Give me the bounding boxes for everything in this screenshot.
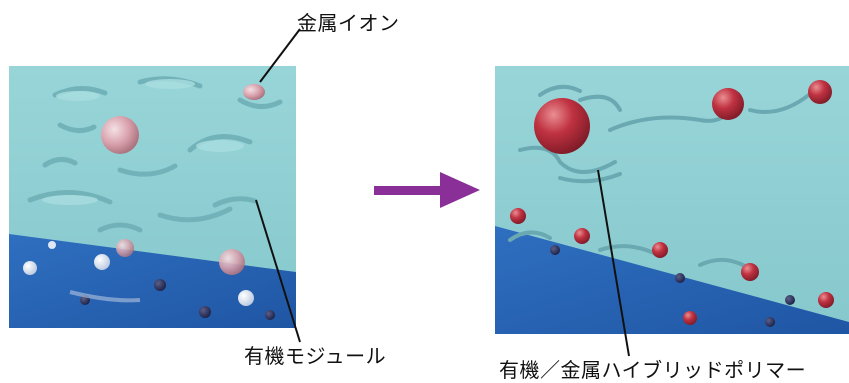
organic-module-shapes bbox=[27, 76, 283, 233]
hybrid-polymer-label: 有機／金属ハイブリッドポリマー bbox=[499, 358, 807, 382]
metal-ion-label: 金属イオン bbox=[297, 11, 400, 35]
leader-lines bbox=[255, 28, 630, 357]
right-panel-scene bbox=[495, 66, 849, 334]
floor-dark-particles bbox=[550, 245, 795, 327]
organic-module-leader-line bbox=[255, 199, 301, 343]
right-arrow-icon bbox=[374, 172, 480, 208]
metal-ion-spheres-bound bbox=[510, 80, 834, 325]
metal-ion-leader-line bbox=[259, 28, 301, 83]
floor-particles bbox=[23, 241, 275, 320]
metal-ion-spheres bbox=[101, 84, 265, 275]
hybrid-polymer-leader-line bbox=[597, 169, 630, 357]
left-panel-scene bbox=[9, 66, 296, 328]
organic-module-label: 有機モジュール bbox=[244, 344, 387, 368]
